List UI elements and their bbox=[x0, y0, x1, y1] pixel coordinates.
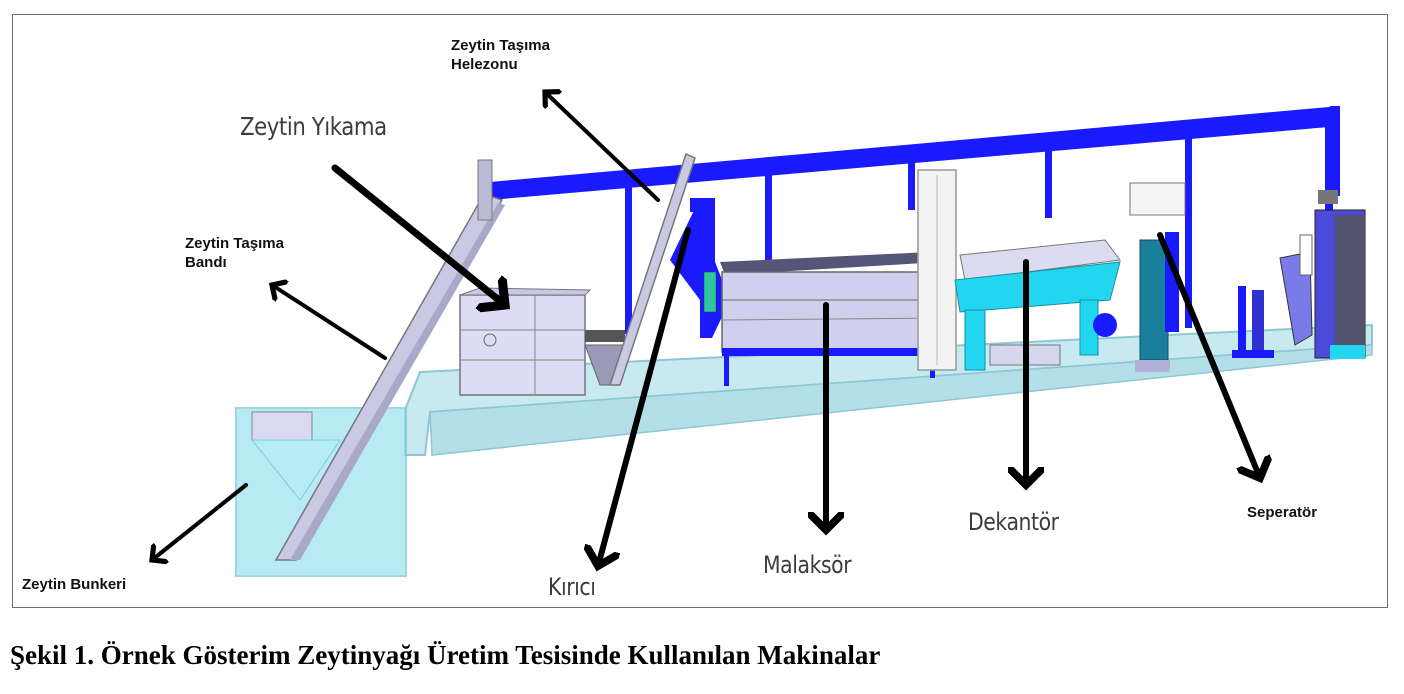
label-decanter: Dekantör bbox=[968, 508, 1059, 536]
label-malaxer: Malaksör bbox=[763, 551, 852, 579]
label-olive-bunker: Zeytin Bunkeri bbox=[22, 576, 127, 593]
label-screw-conveyor: Zeytin Taşıma Helezonu bbox=[451, 37, 550, 73]
storage-tank bbox=[1279, 190, 1366, 359]
decanter bbox=[954, 239, 1121, 371]
olive-washer bbox=[459, 287, 626, 396]
figure-caption: Şekil 1. Örnek Gösterim Zeytinyağı Üreti… bbox=[10, 640, 881, 670]
arrow-seperator bbox=[1157, 232, 1260, 478]
olive-conveyor-belt bbox=[274, 159, 505, 561]
label-conveyor-belt: Zeytin Taşıma Bandı bbox=[185, 235, 284, 271]
label-separator: Seperatör bbox=[1247, 504, 1318, 521]
arrow-helezon bbox=[545, 92, 660, 202]
arrow-kirici bbox=[598, 227, 691, 566]
control-panel bbox=[917, 169, 957, 371]
label-olive-washer: Zeytin Yıkama bbox=[240, 112, 387, 141]
overhead-frame bbox=[490, 106, 1340, 334]
malaxer bbox=[720, 252, 941, 386]
pump-unit bbox=[1232, 286, 1274, 358]
annotation-arrows bbox=[152, 92, 1260, 566]
separator bbox=[1129, 182, 1186, 372]
arrow-yikama bbox=[331, 164, 505, 305]
arrow-bant bbox=[272, 285, 387, 360]
label-crusher: Kırıcı bbox=[548, 573, 596, 601]
arrow-bunker bbox=[152, 483, 248, 560]
olive-screw-conveyor bbox=[608, 152, 696, 386]
